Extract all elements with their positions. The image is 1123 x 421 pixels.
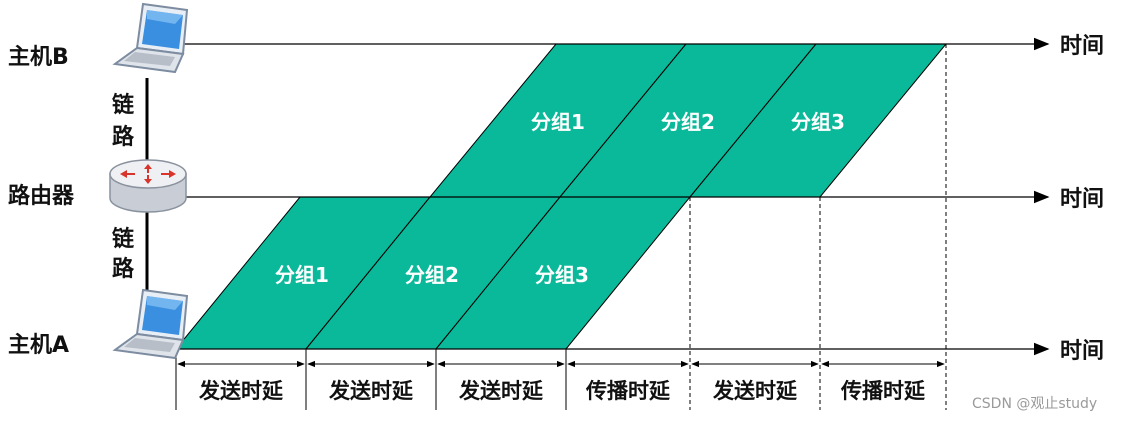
packet-label-a-3: 分组3 <box>535 263 589 287</box>
packet-label-b-2: 分组2 <box>661 110 715 134</box>
laptop-icon <box>112 288 189 360</box>
delay-label-1: 发送时延 <box>198 379 284 403</box>
time-label-host-b: 时间 <box>1060 34 1104 59</box>
packet-label-a-1: 分组1 <box>275 263 329 287</box>
time-label-router: 时间 <box>1060 187 1104 212</box>
delay-label-3: 发送时延 <box>458 379 544 403</box>
delay-label-6: 传播时延 <box>840 379 926 403</box>
node-label-host-b: 主机B <box>8 45 69 70</box>
router-icon <box>109 159 187 213</box>
link-label-upper-2: 路 <box>112 124 135 150</box>
dashed-guides <box>689 44 947 410</box>
link-label-upper-1: 链 <box>112 92 134 118</box>
node-label-host-a: 主机A <box>8 333 69 358</box>
packet-label-b-1: 分组1 <box>531 110 585 134</box>
packet-label-b-3: 分组3 <box>791 110 845 134</box>
time-label-host-a: 时间 <box>1060 339 1104 364</box>
delay-label-4: 传播时延 <box>585 379 671 403</box>
packet-label-a-2: 分组2 <box>405 263 459 287</box>
link-label-lower-1: 链 <box>112 226 134 252</box>
delay-label-5: 发送时延 <box>712 379 798 403</box>
laptop-icon <box>112 2 189 74</box>
link-label-lower-2: 路 <box>112 256 135 282</box>
watermark: CSDN @观止study <box>972 396 1097 412</box>
delay-intervals <box>175 349 945 410</box>
delay-label-2: 发送时延 <box>328 379 414 403</box>
node-label-router: 路由器 <box>8 183 75 209</box>
